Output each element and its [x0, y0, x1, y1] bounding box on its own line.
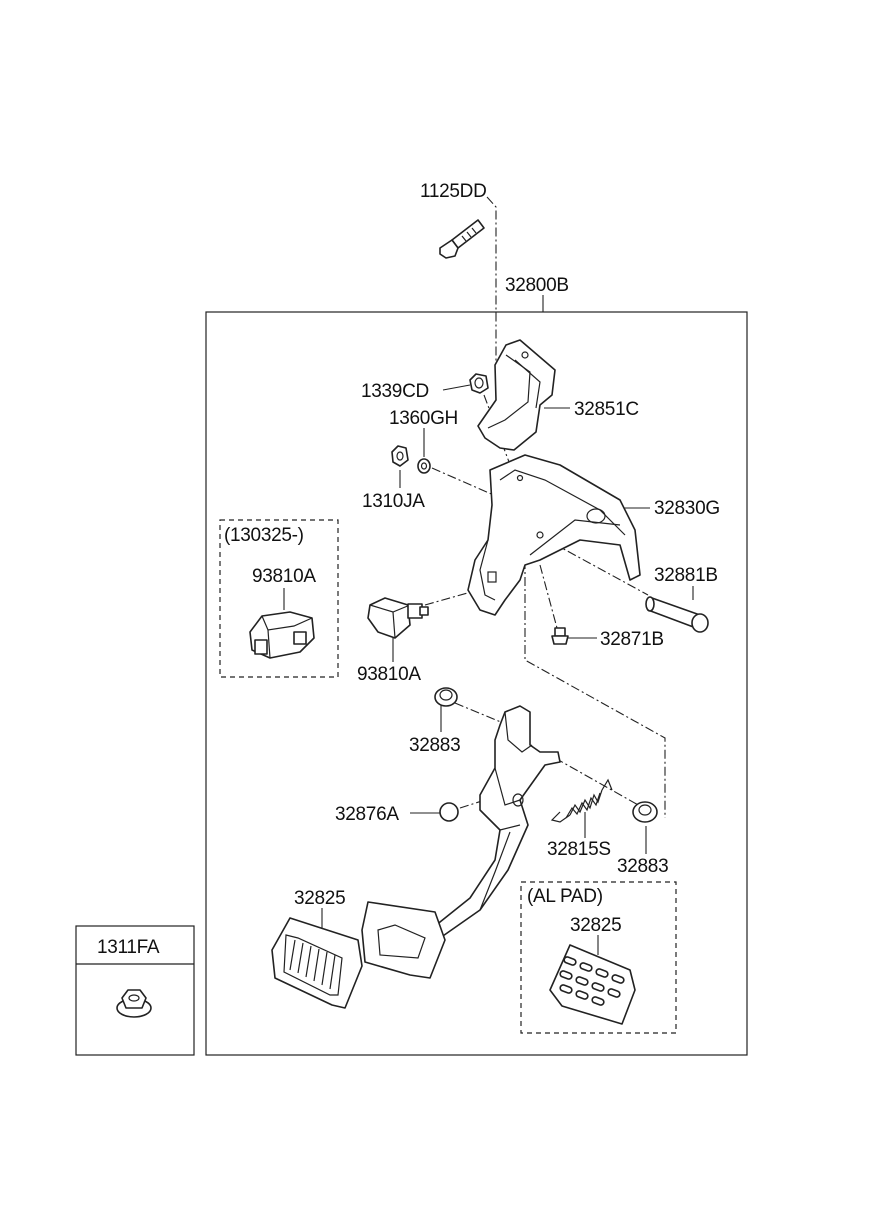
- switch-93810A: [367, 597, 429, 639]
- pedal-pad-al-32825: [549, 944, 636, 1025]
- bolt-down-line: [539, 564, 558, 629]
- pivot-axis-line: [524, 560, 666, 818]
- label-32851C: 32851C: [574, 399, 639, 420]
- bolt-axis-line: [486, 196, 497, 390]
- label-al-pad: (AL PAD): [527, 886, 603, 907]
- bracket-32851C: [477, 339, 556, 451]
- label-32815S: 32815S: [547, 839, 611, 860]
- label-32825-left: 32825: [294, 888, 345, 909]
- label-32800B: 32800B: [505, 275, 569, 296]
- bolt-32871B: [551, 627, 569, 645]
- label-32871B: 32871B: [600, 629, 664, 650]
- label-1339CD: 1339CD: [361, 381, 429, 402]
- label-1125DD: 1125DD: [420, 181, 487, 202]
- label-1360GH: 1360GH: [389, 408, 458, 429]
- washer-1360GH: [417, 458, 431, 474]
- label-date-range: (130325-): [224, 525, 304, 546]
- label-32883-bottom: 32883: [617, 856, 668, 877]
- bushing-32883-top: [434, 687, 458, 707]
- label-1310JA: 1310JA: [362, 491, 425, 512]
- legend-box-1311FA: [75, 925, 195, 1056]
- spring-32815S: [550, 778, 613, 823]
- assembly-frame: [205, 311, 748, 1056]
- inset-frame-130325: [219, 519, 339, 678]
- nut-1339CD: [469, 373, 489, 394]
- bolt-1125DD: [439, 219, 485, 259]
- pedal-pad-on-arm: [361, 901, 446, 979]
- label-93810A-inset: 93810A: [252, 566, 316, 587]
- pedal-pad-32825: [271, 917, 363, 1009]
- label-32881B: 32881B: [654, 565, 718, 586]
- switch-93810A-inset: [249, 611, 315, 659]
- nut-1310JA: [391, 445, 409, 467]
- member-32830G: [467, 454, 641, 616]
- washer-axis-line: [431, 467, 506, 501]
- label-32825-alpad: 32825: [570, 915, 621, 936]
- leader-1339CD: [442, 384, 471, 391]
- label-32830G: 32830G: [654, 498, 720, 519]
- label-1311FA: 1311FA: [97, 937, 160, 958]
- pedal-arm: [429, 705, 561, 939]
- label-93810A: 93810A: [357, 664, 421, 685]
- pin-32881B: [645, 596, 709, 633]
- flange-nut-1311FA: [116, 989, 152, 1018]
- label-32876A: 32876A: [335, 804, 399, 825]
- bushing-32883-bottom: [632, 801, 658, 823]
- label-32883-top: 32883: [409, 735, 460, 756]
- stopper-32876A: [439, 802, 459, 822]
- spring-axis-line: [554, 757, 641, 807]
